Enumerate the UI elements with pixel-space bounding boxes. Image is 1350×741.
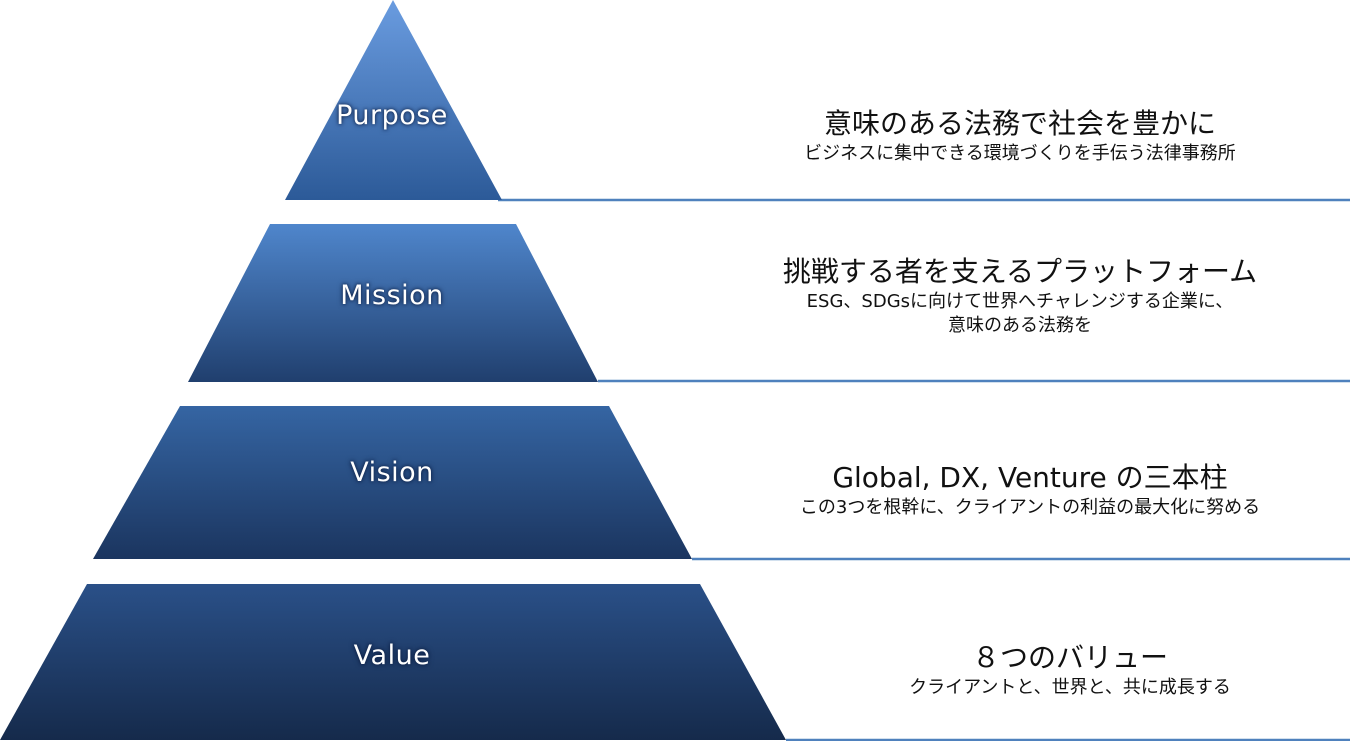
tier-vision-shape <box>93 406 692 559</box>
tier-description-purpose: 意味のある法務で社会を豊かに ビジネスに集中できる環境づくりを手伝う法律事務所 <box>760 106 1280 166</box>
tier-description-mission: 挑戦する者を支えるプラットフォーム ESG、SDGsに向けて世界へチャレンジする… <box>760 254 1280 338</box>
tier-title-vision: Global, DX, Venture の三本柱 <box>832 461 1228 494</box>
tier-title-mission: 挑戦する者を支えるプラットフォーム <box>782 255 1258 288</box>
tier-title-value: ８つのバリュー <box>971 641 1168 674</box>
tier-label-vision: Vision <box>350 457 434 488</box>
tier-label-purpose: Purpose <box>336 100 448 131</box>
tier-description-value: ８つのバリュー クライアントと、世界と、共に成長する <box>810 640 1330 700</box>
tier-title-purpose: 意味のある法務で社会を豊かに <box>823 107 1216 140</box>
tier-subtitle-vision: この3つを根幹に、クライアントの利益の最大化に努める <box>799 497 1261 518</box>
tier-subtitle-value: クライアントと、世界と、共に成長する <box>909 677 1231 698</box>
tier-label-mission: Mission <box>340 280 444 311</box>
tier-mission-shape <box>188 224 598 382</box>
tier-label-value: Value <box>353 640 431 671</box>
tier-purpose-shape <box>285 0 502 200</box>
tier-subtitle-mission-line1: ESG、SDGsに向けて世界へチャレンジする企業に、 <box>806 291 1234 312</box>
tier-subtitle-mission-line2: 意味のある法務を <box>948 315 1092 336</box>
tier-subtitle-purpose: ビジネスに集中できる環境づくりを手伝う法律事務所 <box>804 143 1236 164</box>
tier-description-vision: Global, DX, Venture の三本柱 この3つを根幹に、クライアント… <box>760 460 1300 520</box>
tier-value-shape <box>0 584 786 740</box>
